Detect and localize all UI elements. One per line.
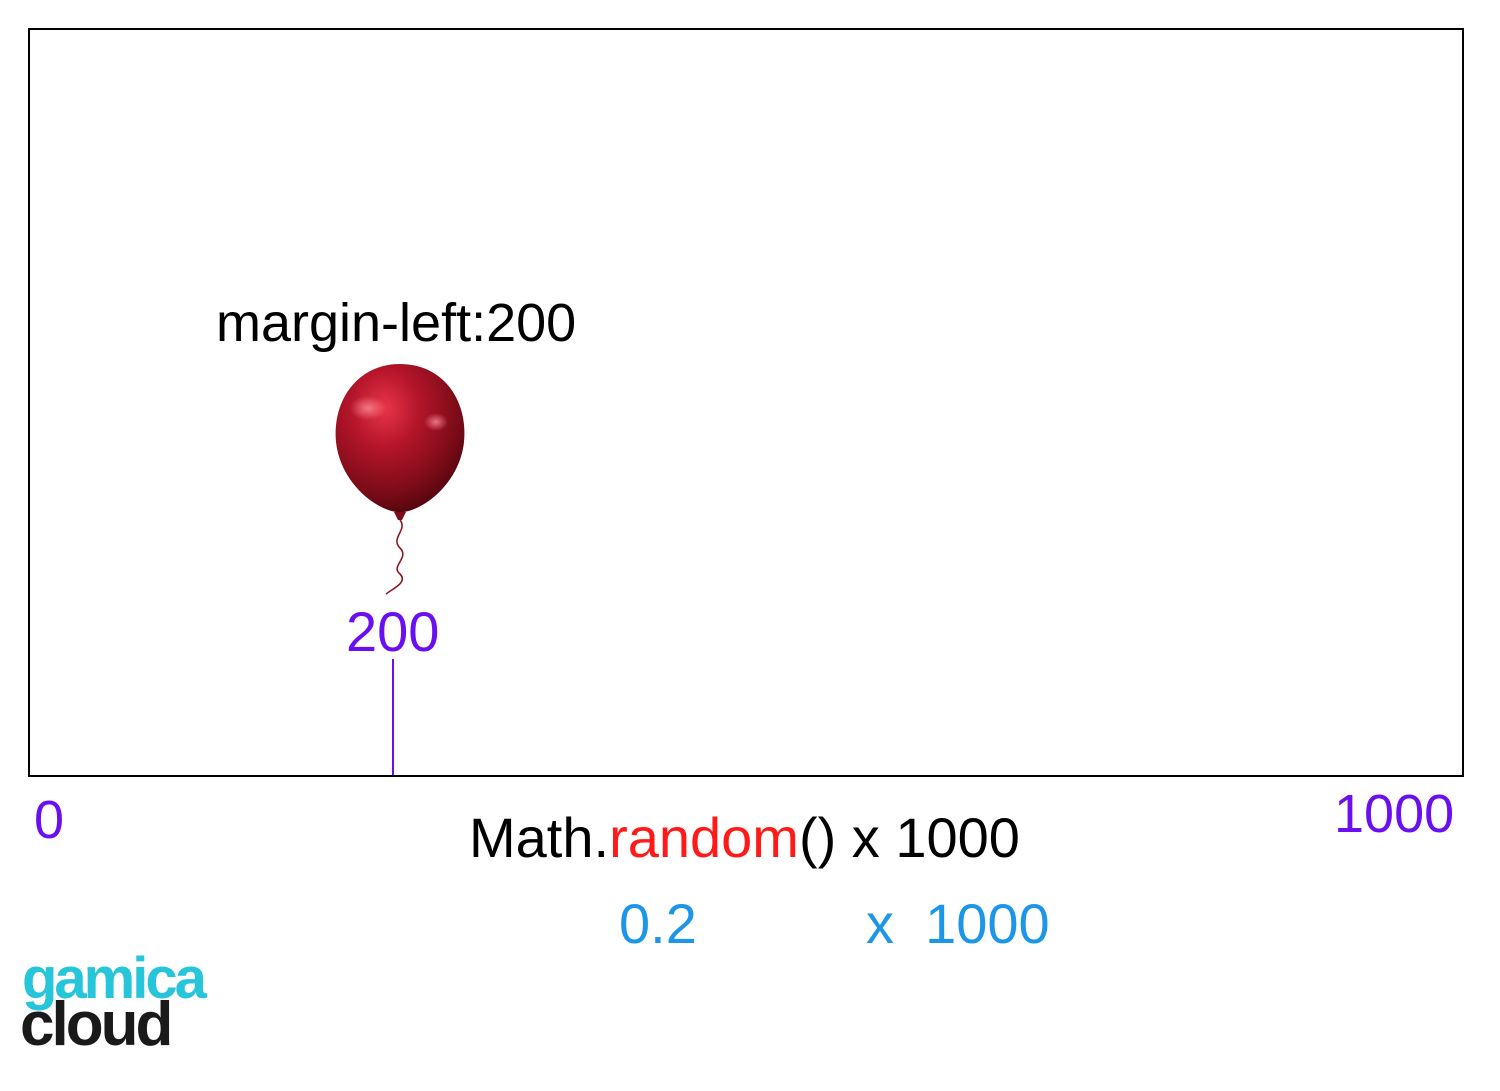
logo-line-cloud: cloud xyxy=(20,990,173,1059)
example-multiplier: x 1000 xyxy=(866,892,1050,955)
formula-prefix: Math. xyxy=(469,806,610,869)
axis-max-label: 1000 xyxy=(1334,784,1455,844)
formula-text: Math.random() x 1000 xyxy=(469,810,1020,866)
formula-suffix: () x 1000 xyxy=(798,806,1020,869)
marker-line xyxy=(392,659,394,775)
red-balloon-icon xyxy=(335,364,465,595)
marker-value-label: 200 xyxy=(346,600,440,663)
example-random-value: 0.2 xyxy=(619,892,697,955)
logo-line-gamica: gamica xyxy=(22,946,207,1011)
axis-min-label: 0 xyxy=(34,790,65,850)
margin-left-label: margin-left:200 xyxy=(216,293,577,353)
game-stage-frame xyxy=(28,28,1464,777)
gamica-cloud-logo: gamica cloud xyxy=(20,950,207,1059)
formula-function-name: random xyxy=(609,806,799,869)
